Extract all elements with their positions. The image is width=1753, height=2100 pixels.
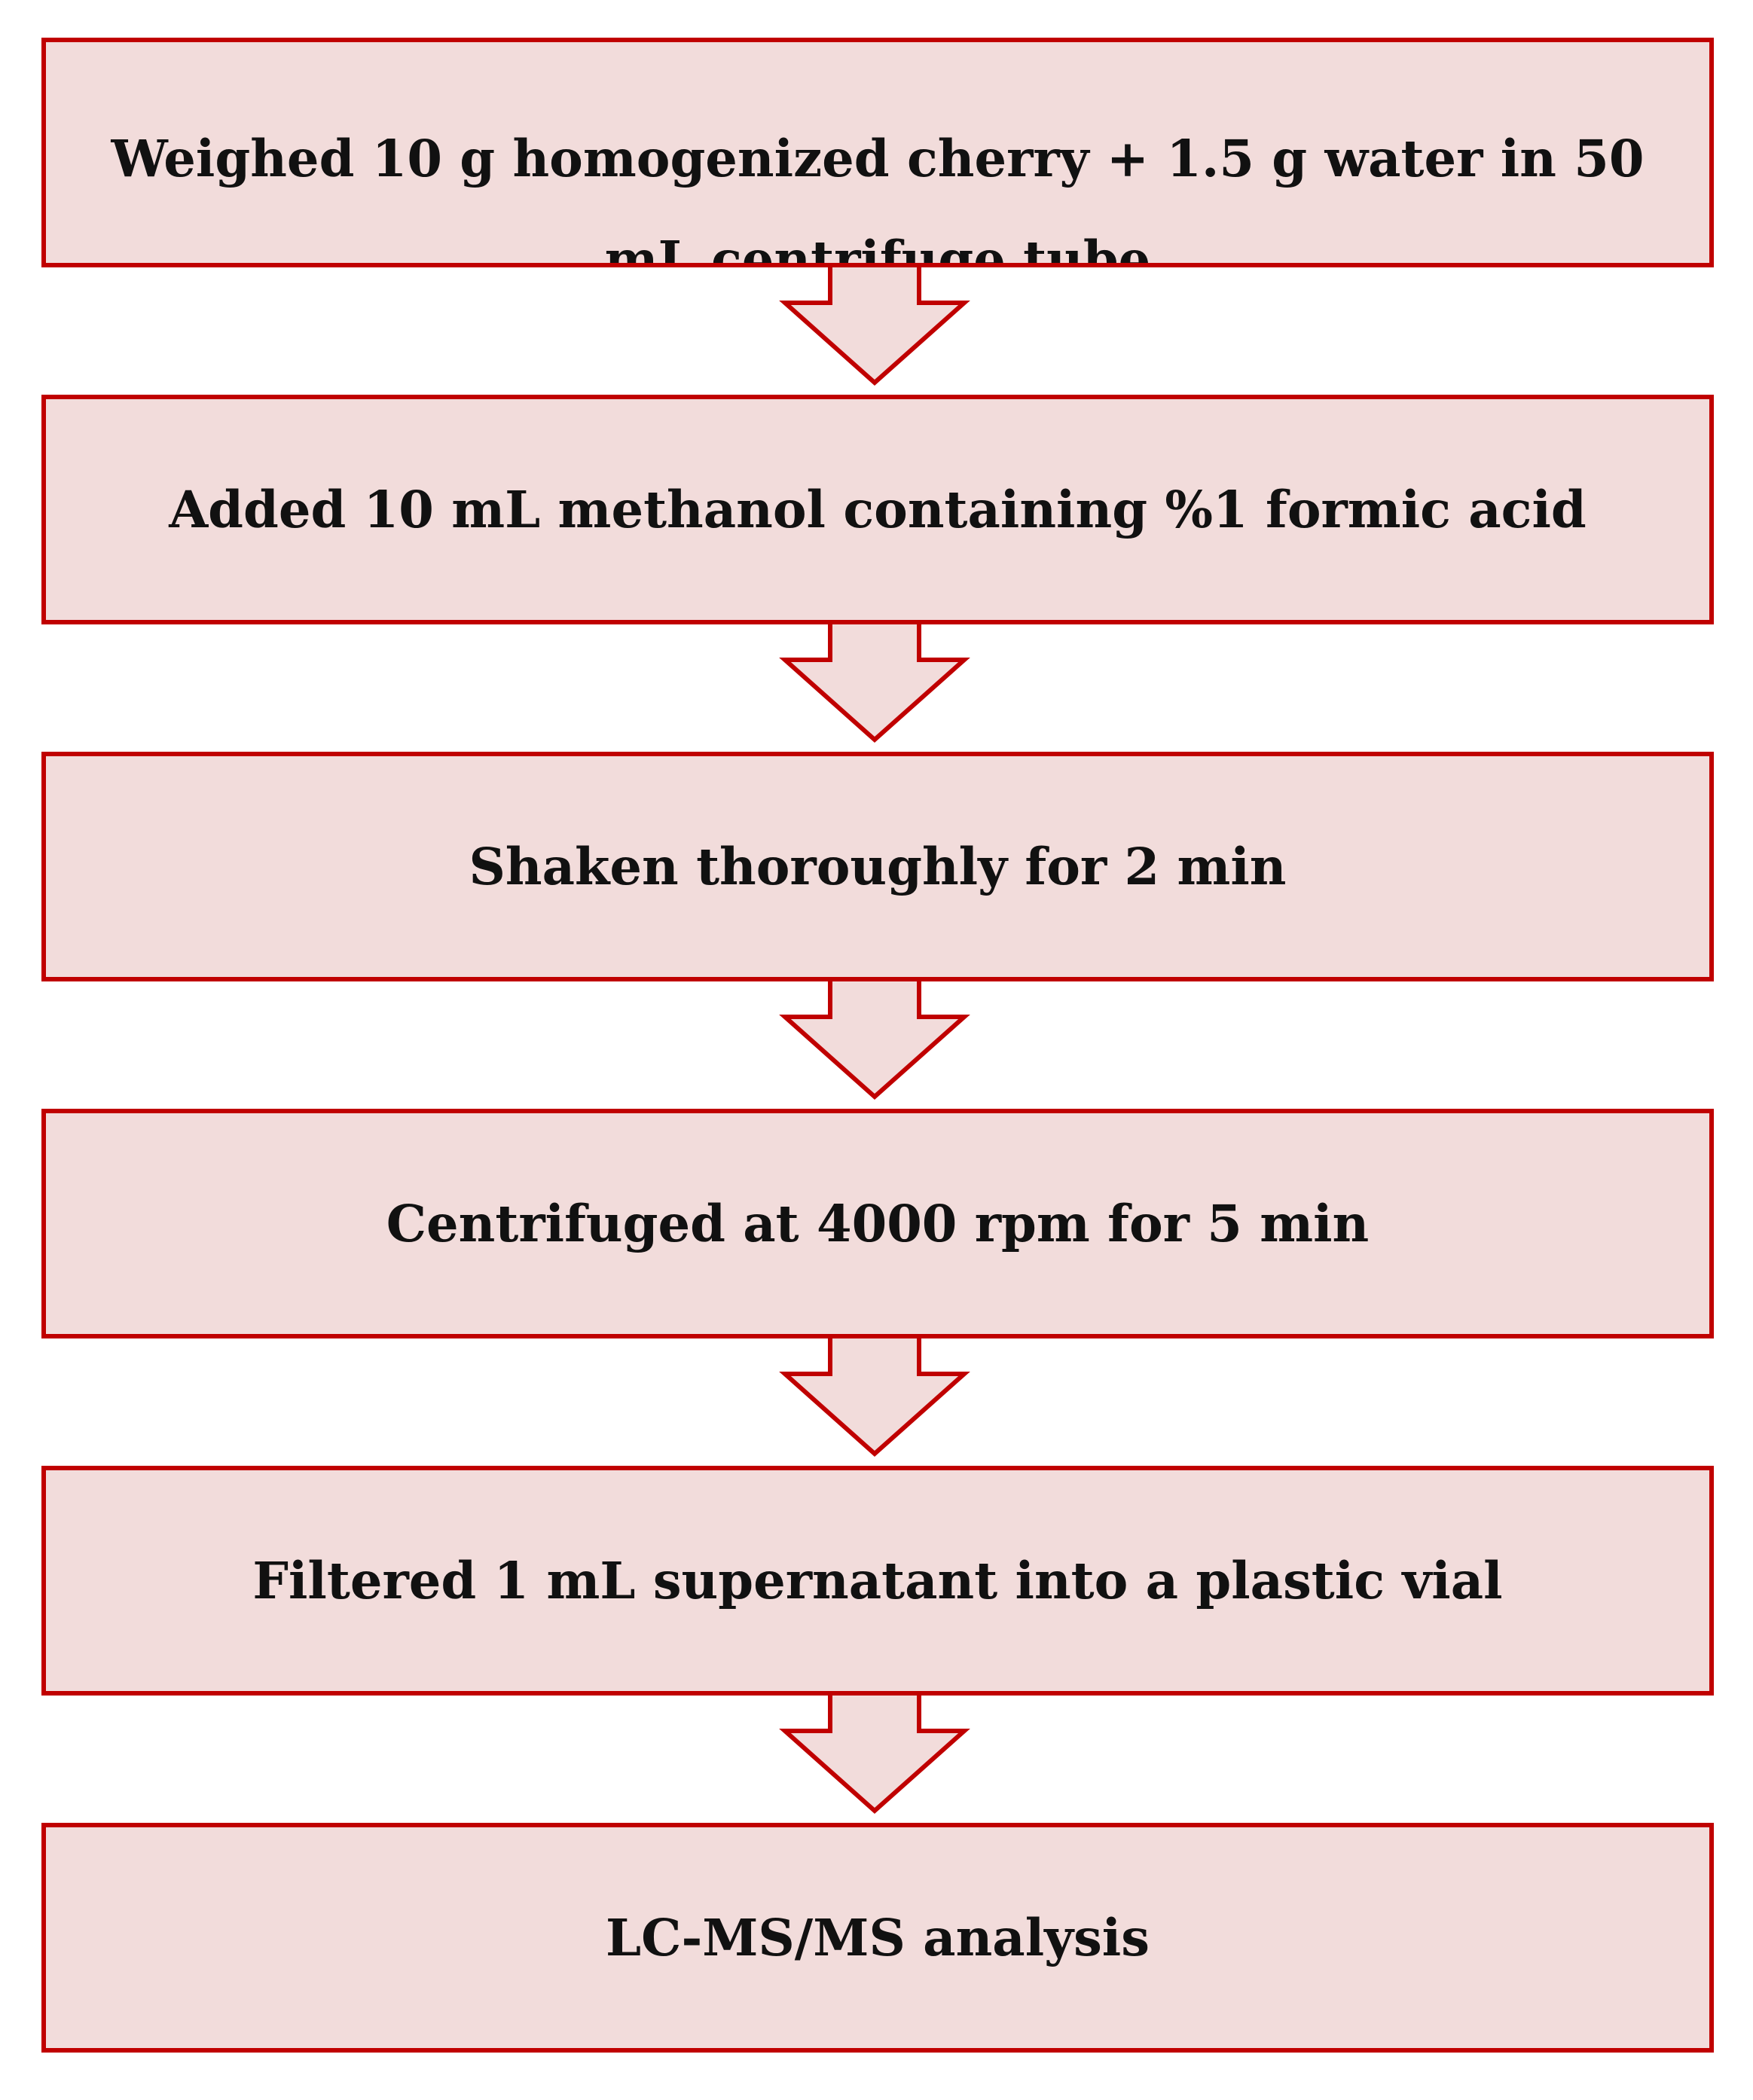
down-arrow-icon xyxy=(779,977,970,1100)
step-label-shake: Shaken thoroughly for 2 min xyxy=(469,836,1287,896)
down-arrow-icon xyxy=(779,620,970,743)
step-label-centrifuge: Centrifuged at 4000 rpm for 5 min xyxy=(386,1193,1370,1253)
step-label-add-methanol: Added 10 mL methanol containing %1 formi… xyxy=(169,479,1587,539)
down-arrow-icon xyxy=(779,263,970,386)
step-label-filter: Filtered 1 mL supernatant into a plastic… xyxy=(252,1550,1503,1610)
step-box-weigh: Weighed 10 g homogenized cherry + 1.5 g … xyxy=(41,38,1714,267)
step-box-shake: Shaken thoroughly for 2 min xyxy=(41,752,1714,981)
step-label-analysis: LC-MS/MS analysis xyxy=(606,1907,1150,1967)
step-box-add-methanol: Added 10 mL methanol containing %1 formi… xyxy=(41,395,1714,624)
down-arrow-icon xyxy=(779,1334,970,1457)
step-box-centrifuge: Centrifuged at 4000 rpm for 5 min xyxy=(41,1109,1714,1338)
step-box-analysis: LC-MS/MS analysis xyxy=(41,1823,1714,2053)
down-arrow-icon xyxy=(779,1691,970,1815)
step-label-weigh: Weighed 10 g homogenized cherry + 1.5 g … xyxy=(111,129,1645,267)
step-box-filter: Filtered 1 mL supernatant into a plastic… xyxy=(41,1466,1714,1696)
